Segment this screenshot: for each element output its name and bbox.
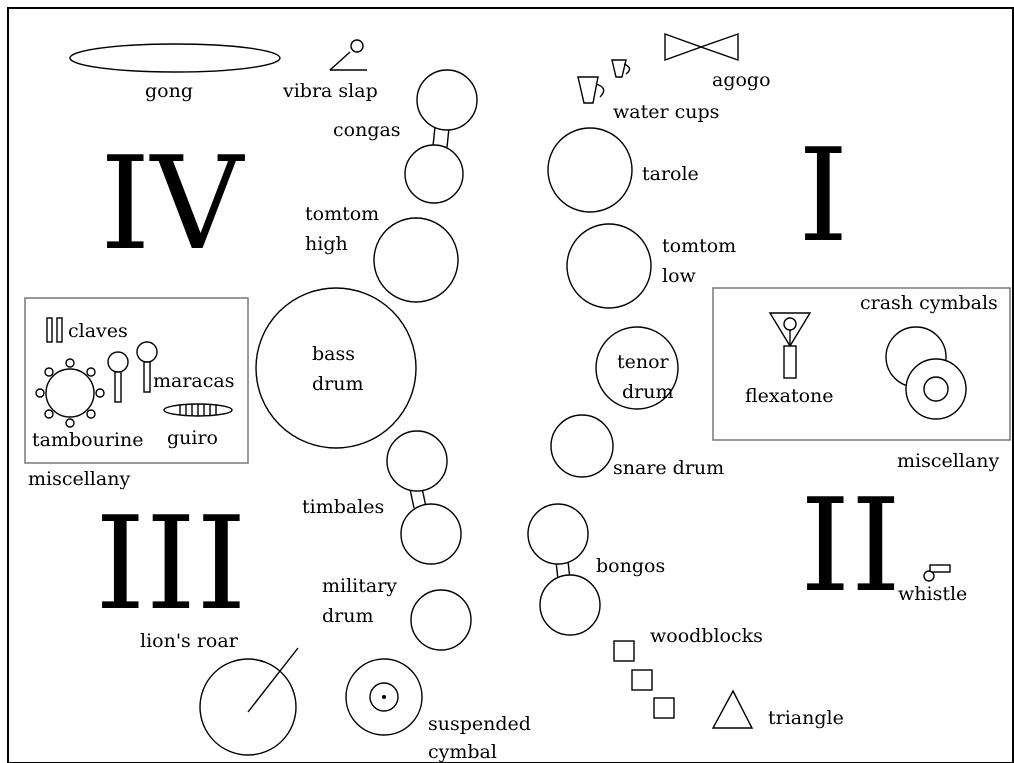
bass-drum-label-line2: drum [312, 373, 364, 395]
miscellany-right-label: miscellany [897, 450, 999, 472]
section-two-numeral: II [800, 472, 901, 621]
tomtom-low-label-line1: tomtom [662, 235, 736, 257]
section-three-numeral: III [95, 490, 247, 639]
woodblocks-label: woodblocks [650, 625, 763, 647]
section-one-numeral: I [798, 122, 849, 271]
tenor-drum-label-line1: tenor [617, 351, 670, 373]
guiro-label: guiro [167, 427, 218, 449]
tomtom-high-label-line2: high [305, 233, 348, 255]
military-drum-label-line1: military [322, 575, 397, 597]
gong-icon [70, 44, 280, 72]
military-drum-label-line2: drum [322, 605, 374, 627]
claves-icon [47, 318, 62, 342]
triangle-label: triangle [768, 707, 844, 729]
maracas-icon [108, 342, 157, 402]
suspended-cymbal-icon [346, 659, 422, 735]
section-four-numeral: IV [100, 130, 246, 279]
tomtom-high-label-line1: tomtom [305, 203, 379, 225]
vibra-slap-label: vibra slap [282, 80, 378, 102]
tenor-drum-label-line2: drum [622, 381, 674, 403]
congas-label: congas [333, 119, 401, 141]
claves-label: claves [68, 320, 128, 342]
miscellany-left-label: miscellany [28, 468, 130, 490]
gong-label: gong [145, 80, 193, 102]
bass-drum-icon [256, 288, 416, 448]
vibra-slap-icon [330, 40, 367, 70]
congas-icon [405, 70, 477, 203]
timbales-label: timbales [302, 496, 384, 518]
tambourine-icon [36, 359, 104, 427]
agogo-icon [665, 34, 738, 60]
flexatone-label: flexatone [745, 385, 834, 407]
maracas-label: maracas [153, 370, 234, 392]
lions-roar-icon [200, 648, 298, 755]
tarole-label: tarole [642, 163, 699, 185]
tomtom-low-label-line2: low [662, 265, 697, 287]
tambourine-label: tambourine [32, 429, 143, 451]
whistle-label: whistle [898, 583, 967, 605]
water-cups-label: water cups [613, 101, 719, 123]
crash-cymbals-icon [886, 327, 966, 419]
flexatone-icon [770, 313, 810, 378]
bongos-label: bongos [596, 555, 665, 577]
whistle-icon [924, 565, 950, 581]
crash-cymbals-label: crash cymbals [860, 292, 998, 314]
snare-drum-icon [551, 415, 613, 477]
military-drum-icon [411, 590, 471, 650]
tomtom-low-icon [567, 224, 651, 308]
bass-drum-label-line1: bass [312, 343, 355, 365]
timbales-icon [387, 431, 461, 564]
tomtom-high-icon [374, 218, 458, 302]
tarole-icon [548, 128, 632, 212]
suspended-cymbal-label-line1: suspended [428, 713, 531, 735]
agogo-label: agogo [712, 69, 771, 91]
woodblocks-icon [614, 641, 674, 718]
bongos-icon [528, 504, 600, 635]
lions-roar-label: lion's roar [140, 630, 239, 652]
triangle-icon [713, 691, 752, 728]
suspended-cymbal-label-line2: cymbal [428, 741, 497, 763]
snare-drum-label: snare drum [613, 457, 724, 479]
guiro-icon [164, 404, 232, 416]
water-cups-icon [578, 60, 630, 103]
